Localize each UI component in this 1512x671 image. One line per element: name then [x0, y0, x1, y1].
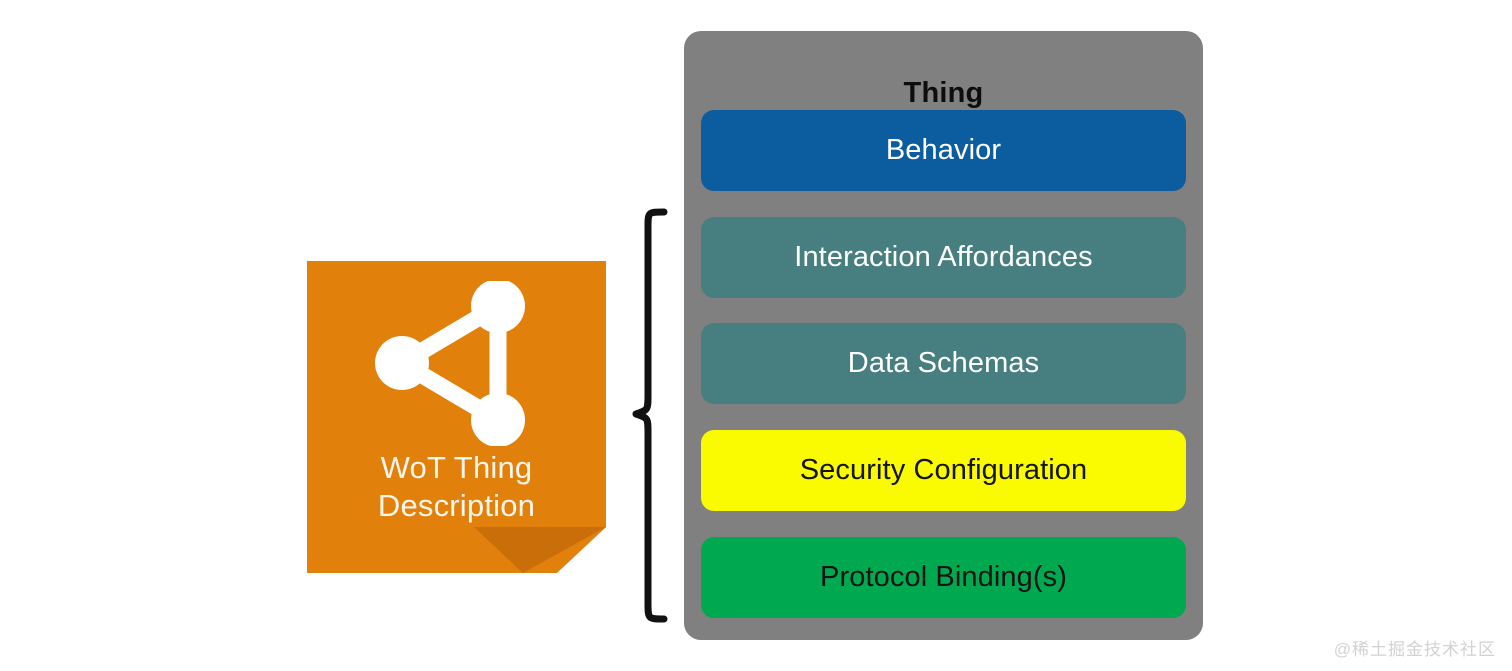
- thing-row-behavior[interactable]: Behavior: [701, 110, 1186, 191]
- thing-row-data-schemas[interactable]: Data Schemas: [701, 323, 1186, 404]
- wot-thing-description-label: WoT Thing Description: [377, 450, 536, 523]
- thing-row-label: Behavior: [885, 134, 1002, 166]
- thing-row-label: Data Schemas: [847, 347, 1040, 379]
- thing-row-protocol-bindings[interactable]: Protocol Binding(s): [701, 537, 1186, 618]
- thing-row-interaction-affordances[interactable]: Interaction Affordances: [701, 217, 1186, 298]
- thing-row-label: Interaction Affordances: [794, 241, 1093, 273]
- thing-panel: Thing Behavior Interaction Affordances D…: [684, 31, 1203, 640]
- thing-panel-title: Thing: [903, 77, 984, 109]
- curly-brace-connector: [632, 208, 668, 623]
- wot-thing-description-node: WoT Thing Description: [307, 261, 606, 573]
- watermark: @稀土掘金技术社区: [1333, 640, 1496, 659]
- thing-row-label: Protocol Binding(s): [820, 561, 1067, 593]
- thing-row-label: Security Configuration: [799, 454, 1088, 486]
- wot-triangle-network-icon: [375, 281, 525, 446]
- note-body: [307, 261, 606, 573]
- thing-row-security-configuration[interactable]: Security Configuration: [701, 430, 1186, 511]
